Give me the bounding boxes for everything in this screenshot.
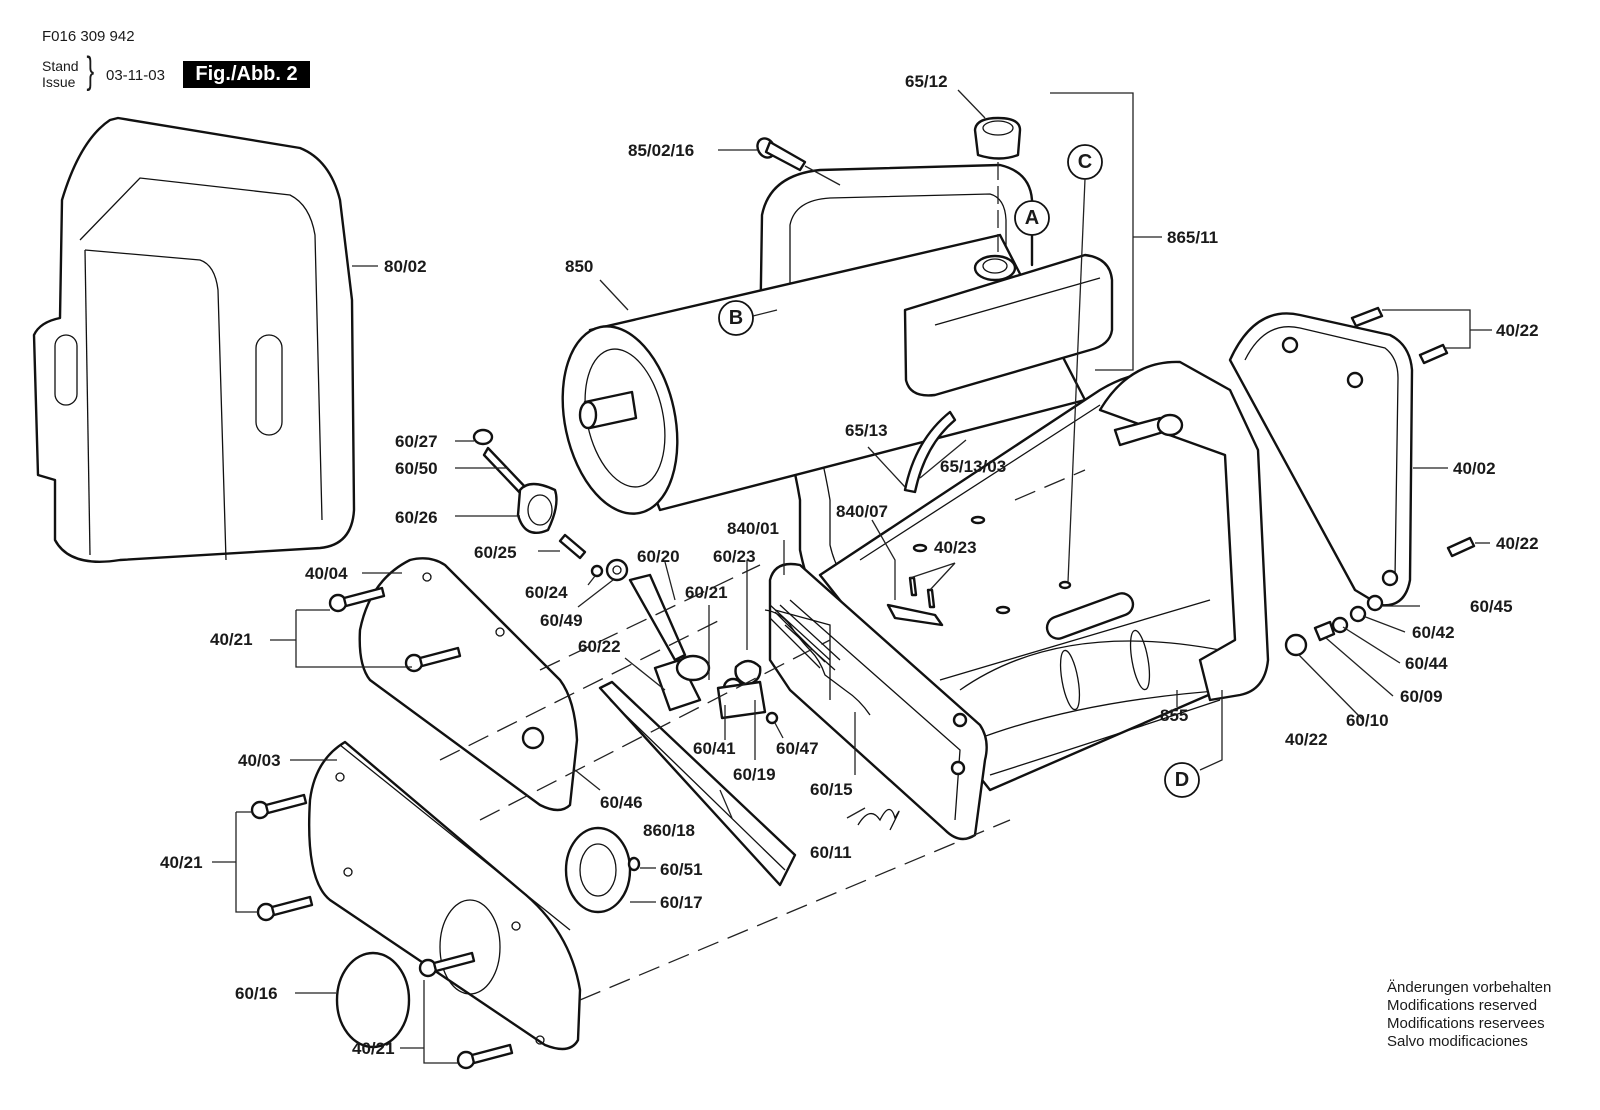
reference-letter: B bbox=[729, 307, 743, 329]
part-label: 60/15 bbox=[810, 780, 853, 799]
part-label: 860/18 bbox=[643, 821, 695, 840]
part-label: 40/21 bbox=[210, 630, 253, 649]
part-label: 60/21 bbox=[685, 583, 728, 602]
part-label: 40/21 bbox=[352, 1039, 395, 1058]
part-label: 60/47 bbox=[776, 739, 819, 758]
stand-label: Stand bbox=[42, 58, 79, 74]
reference-letter: A bbox=[1025, 207, 1039, 229]
part-label: 40/02 bbox=[1453, 459, 1496, 478]
part-label: 85/02/16 bbox=[628, 141, 694, 160]
part-label: 65/12 bbox=[905, 72, 948, 91]
assembly-lines bbox=[439, 469, 1086, 1001]
brace-symbol: } bbox=[86, 50, 95, 92]
part-label: 40/04 bbox=[305, 564, 348, 583]
part-label: 60/10 bbox=[1346, 711, 1389, 730]
notice-line-es: Salvo modificaciones bbox=[1387, 1033, 1528, 1050]
part-label: 60/24 bbox=[525, 583, 568, 602]
reference-marker-b: B bbox=[718, 300, 778, 336]
document-number: F016 309 942 bbox=[42, 28, 135, 45]
small-spring bbox=[857, 808, 900, 831]
part-label: 60/41 bbox=[693, 739, 736, 758]
part-label: 60/22 bbox=[578, 637, 621, 656]
leader-lines bbox=[212, 89, 1492, 1064]
part-label: 40/22 bbox=[1285, 730, 1328, 749]
part-label: 60/51 bbox=[660, 860, 703, 879]
part-label: 60/25 bbox=[474, 543, 517, 562]
right-end-cover bbox=[1228, 312, 1414, 607]
issue-label: Issue bbox=[42, 74, 76, 90]
part-label: 60/42 bbox=[1412, 623, 1455, 642]
part-label: 60/44 bbox=[1405, 654, 1448, 673]
part-label: 60/26 bbox=[395, 508, 438, 527]
part-label: 40/22 bbox=[1496, 534, 1539, 553]
lower-end-cover bbox=[307, 740, 582, 1051]
reference-marker-a: A bbox=[1014, 200, 1050, 236]
part-label: 60/19 bbox=[733, 765, 776, 784]
part-label: 855 bbox=[1160, 706, 1188, 725]
part-label: 60/45 bbox=[1470, 597, 1513, 616]
fuel-hose bbox=[903, 410, 957, 494]
notice-line-fr: Modifications reservees bbox=[1387, 1015, 1545, 1032]
part-label: 40/03 bbox=[238, 751, 281, 770]
clip-840-07 bbox=[886, 515, 1072, 627]
part-label: 865/11 bbox=[1167, 228, 1218, 247]
part-label: 840/07 bbox=[836, 502, 888, 521]
bottom-blade-bar bbox=[598, 680, 797, 887]
screw-85-02-16 bbox=[756, 137, 841, 186]
screws-40-22 bbox=[1284, 306, 1476, 657]
part-label: 60/46 bbox=[600, 793, 643, 812]
right-side-plate bbox=[1098, 360, 1270, 702]
part-label: 65/13/03 bbox=[940, 457, 1006, 476]
notice-line-en: Modifications reserved bbox=[1387, 997, 1538, 1014]
reference-marker-c: C bbox=[1067, 144, 1103, 583]
part-label: 40/23 bbox=[934, 538, 977, 557]
part-label: 840/01 bbox=[727, 519, 779, 538]
part-label: 60/27 bbox=[395, 432, 438, 451]
left-side-cover bbox=[358, 557, 579, 812]
fuel-cap bbox=[973, 116, 1022, 255]
part-label: 60/17 bbox=[660, 893, 703, 912]
reference-marker-d: D bbox=[1164, 762, 1200, 798]
stand-issue-label: Stand Issue bbox=[42, 58, 79, 90]
part-label: 60/16 bbox=[235, 984, 278, 1003]
part-label: 80/02 bbox=[384, 257, 427, 276]
issue-date: 03-11-03 bbox=[106, 67, 165, 84]
part-label: 40/21 bbox=[160, 853, 203, 872]
fuel-tank bbox=[903, 253, 1114, 397]
part-labels: 65/12 85/02/16 865/11 80/02 850 40/22 40… bbox=[160, 72, 1539, 1058]
reference-letter: D bbox=[1175, 769, 1189, 791]
part-label: 60/20 bbox=[637, 547, 680, 566]
part-label: 40/22 bbox=[1496, 321, 1539, 340]
part-label: 60/23 bbox=[713, 547, 756, 566]
part-label: 60/49 bbox=[540, 611, 583, 630]
part-label: 60/50 bbox=[395, 459, 438, 478]
grass-box-cover bbox=[32, 116, 356, 563]
part-label: 850 bbox=[565, 257, 593, 276]
discs bbox=[335, 826, 641, 1049]
notice-line-de: Änderungen vorbehalten bbox=[1387, 979, 1552, 996]
modifications-notice: Änderungen vorbehalten Modifications res… bbox=[1387, 979, 1551, 1051]
adjuster-parts bbox=[472, 428, 779, 725]
reference-letter: C bbox=[1078, 151, 1092, 173]
part-label: 60/11 bbox=[810, 843, 852, 862]
part-label: 60/09 bbox=[1400, 687, 1443, 706]
figure-badge: Fig./Abb. 2 bbox=[183, 61, 310, 88]
part-label: 65/13 bbox=[845, 421, 888, 440]
